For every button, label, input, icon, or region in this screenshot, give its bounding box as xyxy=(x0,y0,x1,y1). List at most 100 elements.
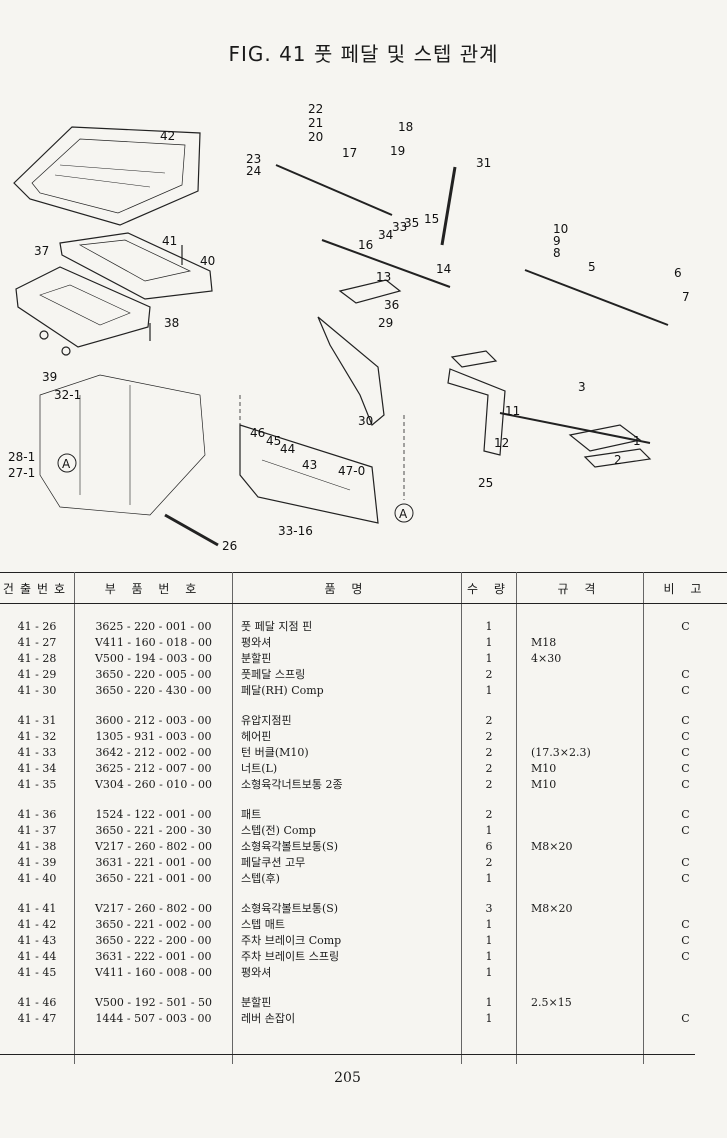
cell-part-name: 분할핀 xyxy=(232,994,462,1010)
cell-quantity: 1 xyxy=(461,822,517,838)
callout-number: 22 xyxy=(308,102,323,116)
parking-brake-plate xyxy=(239,424,379,524)
cell-remarks: C xyxy=(681,871,690,885)
cell-spec xyxy=(516,682,644,698)
cell-part-name: 풋페달 스프링 xyxy=(232,666,462,682)
cell-remarks: C xyxy=(681,619,690,633)
cell-item-no: 41 - 44 xyxy=(0,948,75,964)
cell-part-name: 페달쿠션 고무 xyxy=(232,854,462,870)
cell-spec xyxy=(516,964,644,980)
callout-number: 38 xyxy=(164,316,179,330)
rear-step-shape xyxy=(59,232,213,300)
cell-part-number: 3650 - 221 - 001 - 00 xyxy=(74,870,233,886)
cell-remarks: C xyxy=(681,1011,690,1025)
callout-number: 43 xyxy=(302,458,317,472)
cell-spec: (17.3×2.3) xyxy=(516,744,644,760)
cell-quantity: 1 xyxy=(461,994,517,1010)
cell-remarks: C xyxy=(681,713,690,727)
cell-quantity: 2 xyxy=(461,806,517,822)
group-spacer xyxy=(0,886,727,900)
cell-spec xyxy=(516,618,644,634)
cell-spec: M18 xyxy=(516,634,644,650)
cell-spec xyxy=(516,822,644,838)
callout-number: 18 xyxy=(398,120,413,134)
cell-spec: M10 xyxy=(516,760,644,776)
cell-item-no: 41 - 29 xyxy=(0,666,75,682)
cell-item-no: 41 - 40 xyxy=(0,870,75,886)
callout-number: 44 xyxy=(280,442,295,456)
callout-number: 21 xyxy=(308,116,323,130)
cell-remarks: C xyxy=(681,933,690,947)
group-spacer xyxy=(0,980,727,994)
page-number: 205 xyxy=(334,1070,361,1086)
cell-remarks: C xyxy=(681,667,690,681)
cell-spec: M8×20 xyxy=(516,838,644,854)
callout-number: 20 xyxy=(308,130,323,144)
table-end-rule xyxy=(0,1054,695,1055)
cell-item-no: 41 - 31 xyxy=(0,712,75,728)
cell-part-name: 분할핀 xyxy=(232,650,462,666)
callout-number: 32-1 xyxy=(54,388,81,402)
cell-part-number: V411 - 160 - 008 - 00 xyxy=(74,964,233,980)
callout-number: 7 xyxy=(682,290,690,304)
cell-part-number: V304 - 260 - 010 - 00 xyxy=(74,776,233,792)
cell-quantity: 1 xyxy=(461,870,517,886)
cell-item-no: 41 - 43 xyxy=(0,932,75,948)
callout-number: 23 xyxy=(246,152,261,166)
callout-number: 13 xyxy=(376,270,391,284)
cell-quantity: 1 xyxy=(461,1010,517,1026)
callout-number: 34 xyxy=(378,228,393,242)
cell-part-name: 스텝(후) xyxy=(232,870,462,886)
cell-part-name: 소형육각볼트보통(S) xyxy=(232,838,462,854)
cell-part-name: 너트(L) xyxy=(232,760,462,776)
callout-a-right: A xyxy=(399,507,408,521)
cell-remarks: C xyxy=(681,917,690,931)
cell-spec xyxy=(516,1010,644,1026)
cell-part-name: 턴 버클(M10) xyxy=(232,744,462,760)
pedal-rh xyxy=(317,316,385,426)
cell-quantity: 2 xyxy=(461,712,517,728)
callout-number: 30 xyxy=(358,414,373,428)
cell-part-number: V500 - 192 - 501 - 50 xyxy=(74,994,233,1010)
header-part-name: 품 명 xyxy=(232,572,462,604)
cell-part-number: V217 - 260 - 802 - 00 xyxy=(74,838,233,854)
callout-a-left: A xyxy=(62,457,71,471)
cell-spec: 2.5×15 xyxy=(516,994,644,1010)
cell-spec xyxy=(516,854,644,870)
cell-item-no: 41 - 39 xyxy=(0,854,75,870)
cell-part-name: 스텝 매트 xyxy=(232,916,462,932)
cell-quantity: 2 xyxy=(461,776,517,792)
cell-item-no: 41 - 26 xyxy=(0,618,75,634)
callout-number: 10 xyxy=(553,222,568,236)
cell-part-number: 3650 - 221 - 002 - 00 xyxy=(74,916,233,932)
cell-item-no: 41 - 45 xyxy=(0,964,75,980)
cell-remarks xyxy=(644,634,727,650)
cell-part-number: V411 - 160 - 018 - 00 xyxy=(74,634,233,650)
callout-number: 27-1 xyxy=(8,466,35,480)
cell-remarks xyxy=(644,838,727,854)
group-spacer xyxy=(0,603,727,618)
callout-number: 40 xyxy=(200,254,215,268)
callout-number: 33 xyxy=(392,220,407,234)
callout-number: 14 xyxy=(436,262,451,276)
callout-number: 16 xyxy=(358,238,373,252)
group-spacer xyxy=(0,698,727,712)
header-remarks: 비 고 xyxy=(643,572,727,604)
cell-part-name: 주차 브레이크 Comp xyxy=(232,932,462,948)
header-item-no: 건출번호 xyxy=(0,572,75,604)
cell-part-number: 3650 - 222 - 200 - 00 xyxy=(74,932,233,948)
callout-number: 37 xyxy=(34,244,49,258)
cell-part-number: 3631 - 222 - 001 - 00 xyxy=(74,948,233,964)
table-header-row: 건출번호 부 품 번 호 품 명 수 량 규 격 비 고 xyxy=(0,572,727,604)
cell-spec xyxy=(516,932,644,948)
cell-part-number: 3625 - 220 - 001 - 00 xyxy=(74,618,233,634)
cell-item-no: 41 - 33 xyxy=(0,744,75,760)
cell-quantity: 3 xyxy=(461,900,517,916)
cell-part-name: 스텝(전) Comp xyxy=(232,822,462,838)
